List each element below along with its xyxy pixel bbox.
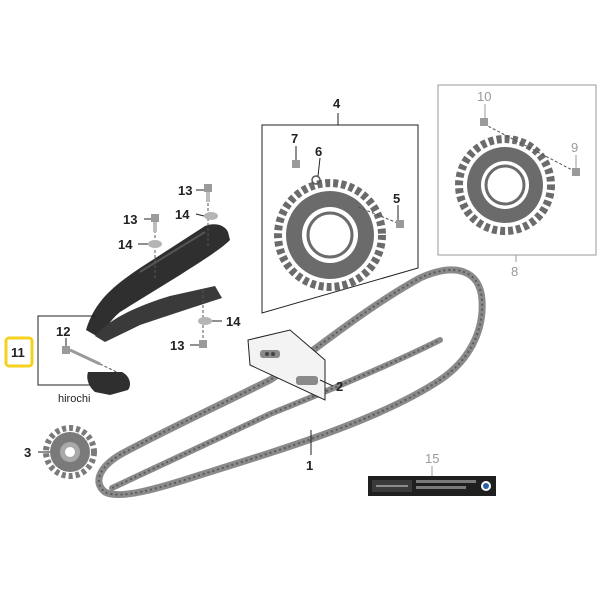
alt-sprocket[interactable] (455, 123, 577, 235)
callout-13c: 13 (170, 338, 184, 353)
callout-12: 12 (56, 324, 70, 339)
chain-guard-piece[interactable] (87, 372, 130, 395)
washer-14-low[interactable] (198, 317, 212, 325)
callout-5: 5 (393, 191, 400, 206)
callout-6: 6 (315, 144, 322, 159)
callout-14a: 14 (175, 207, 190, 222)
bolt-10[interactable] (480, 118, 488, 126)
bolt-9[interactable] (572, 168, 580, 176)
watermark: hirochi (58, 393, 90, 405)
callout-15: 15 (425, 451, 439, 466)
callout-14c: 14 (226, 314, 241, 329)
callout-13a: 13 (178, 183, 192, 198)
leader-6 (317, 157, 321, 177)
callout-10: 10 (477, 89, 491, 104)
callout-14b: 14 (118, 237, 133, 252)
bolt-7[interactable] (292, 160, 300, 168)
callout-4: 4 (333, 96, 341, 111)
callout-2: 2 (336, 379, 343, 394)
master-link[interactable] (260, 350, 318, 385)
rear-sprocket-box (261, 124, 419, 314)
washer-6[interactable] (311, 175, 321, 185)
bolt-5[interactable] (396, 220, 404, 228)
rear-sprocket[interactable] (274, 179, 401, 291)
bolt-12[interactable] (62, 346, 126, 377)
callout-1: 1 (306, 458, 313, 473)
washer-14-top[interactable] (204, 212, 218, 220)
callout-13b: 13 (123, 212, 137, 227)
callout-9: 9 (571, 140, 578, 155)
leader-2 (319, 379, 334, 387)
drive-chain[interactable] (95, 266, 486, 498)
bolt-13-mid[interactable] (151, 214, 159, 280)
leader-14a (195, 213, 205, 217)
front-sprocket[interactable] (43, 425, 97, 479)
callout-8: 8 (511, 264, 518, 279)
chain-label-sticker[interactable] (368, 476, 496, 496)
master-link-panel (247, 329, 326, 401)
washer-14-mid[interactable] (148, 240, 162, 248)
highlight-box-11 (4, 336, 34, 368)
callout-7: 7 (291, 131, 298, 146)
callout-3: 3 (24, 445, 31, 460)
chain-guide[interactable] (86, 224, 230, 342)
callout-11[interactable]: 11 (11, 345, 25, 360)
alt-sprocket-box (437, 84, 597, 256)
